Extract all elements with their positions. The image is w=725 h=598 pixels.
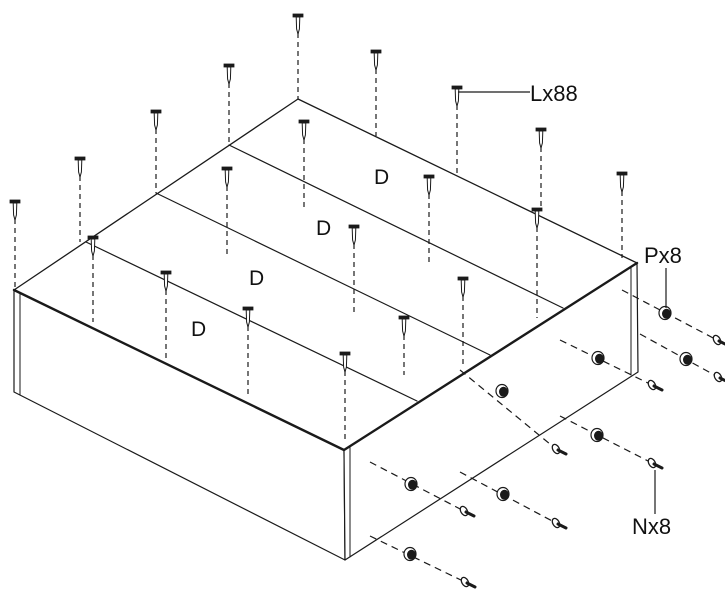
dowel-icon — [403, 546, 417, 562]
dowel-icon — [590, 427, 604, 443]
fastener-guide-line — [559, 339, 653, 386]
nail-icon — [616, 171, 628, 258]
dowel-icon — [591, 350, 605, 366]
nail-icon — [160, 270, 172, 358]
panel-label-d-3: D — [249, 267, 264, 290]
nail-icon — [150, 109, 162, 193]
fastener-guide-line — [459, 369, 557, 450]
nail-icon — [292, 13, 304, 99]
nail-icon — [87, 235, 99, 322]
screw-icon — [459, 505, 476, 518]
nail-icon — [531, 207, 543, 318]
fastener-guide-line — [639, 333, 719, 378]
nail-callout-label: Lx88 — [530, 81, 578, 106]
nail-icon — [298, 119, 310, 208]
nail-icon — [339, 351, 351, 440]
screw-icon — [712, 334, 725, 346]
panel-label-d-4: D — [191, 318, 206, 341]
side-top-edge — [342, 261, 639, 452]
fastener-guide-line — [369, 535, 466, 583]
screw-icon — [647, 457, 664, 470]
screw-icon — [460, 576, 477, 589]
nail-icon — [535, 127, 547, 209]
nail-icon — [9, 199, 21, 290]
panel-seam-2 — [155, 192, 491, 356]
screw-icon — [551, 517, 568, 530]
nail-icon — [221, 166, 233, 256]
panel-seam-3 — [228, 144, 564, 309]
nail-icon — [451, 85, 463, 175]
screw-icon — [647, 379, 664, 392]
dowel-icon — [496, 486, 510, 502]
nail-icon — [457, 276, 469, 365]
dowel-icon — [679, 351, 693, 367]
dowel-icon — [404, 476, 418, 492]
nail-icon — [242, 306, 254, 394]
panel-label-d-1: D — [374, 166, 389, 189]
dowel-callout-label: Px8 — [644, 243, 682, 268]
screw-icon — [713, 371, 725, 383]
panel-label-d-2: D — [316, 217, 331, 240]
nail-icon — [398, 315, 410, 375]
nail-icon — [74, 156, 86, 242]
nail-icon — [423, 174, 435, 263]
nail-icon — [223, 63, 235, 146]
screw-icon — [551, 443, 568, 456]
dowel-icon — [658, 305, 672, 321]
panel-seam-1 — [85, 241, 418, 402]
nail-icon — [370, 49, 382, 136]
front-top-edge — [12, 288, 346, 452]
screw-callout-label: Nx8 — [632, 514, 671, 539]
fastener-guide-line — [559, 415, 653, 464]
nail-icon — [348, 224, 360, 312]
dowel-icon — [495, 383, 509, 399]
